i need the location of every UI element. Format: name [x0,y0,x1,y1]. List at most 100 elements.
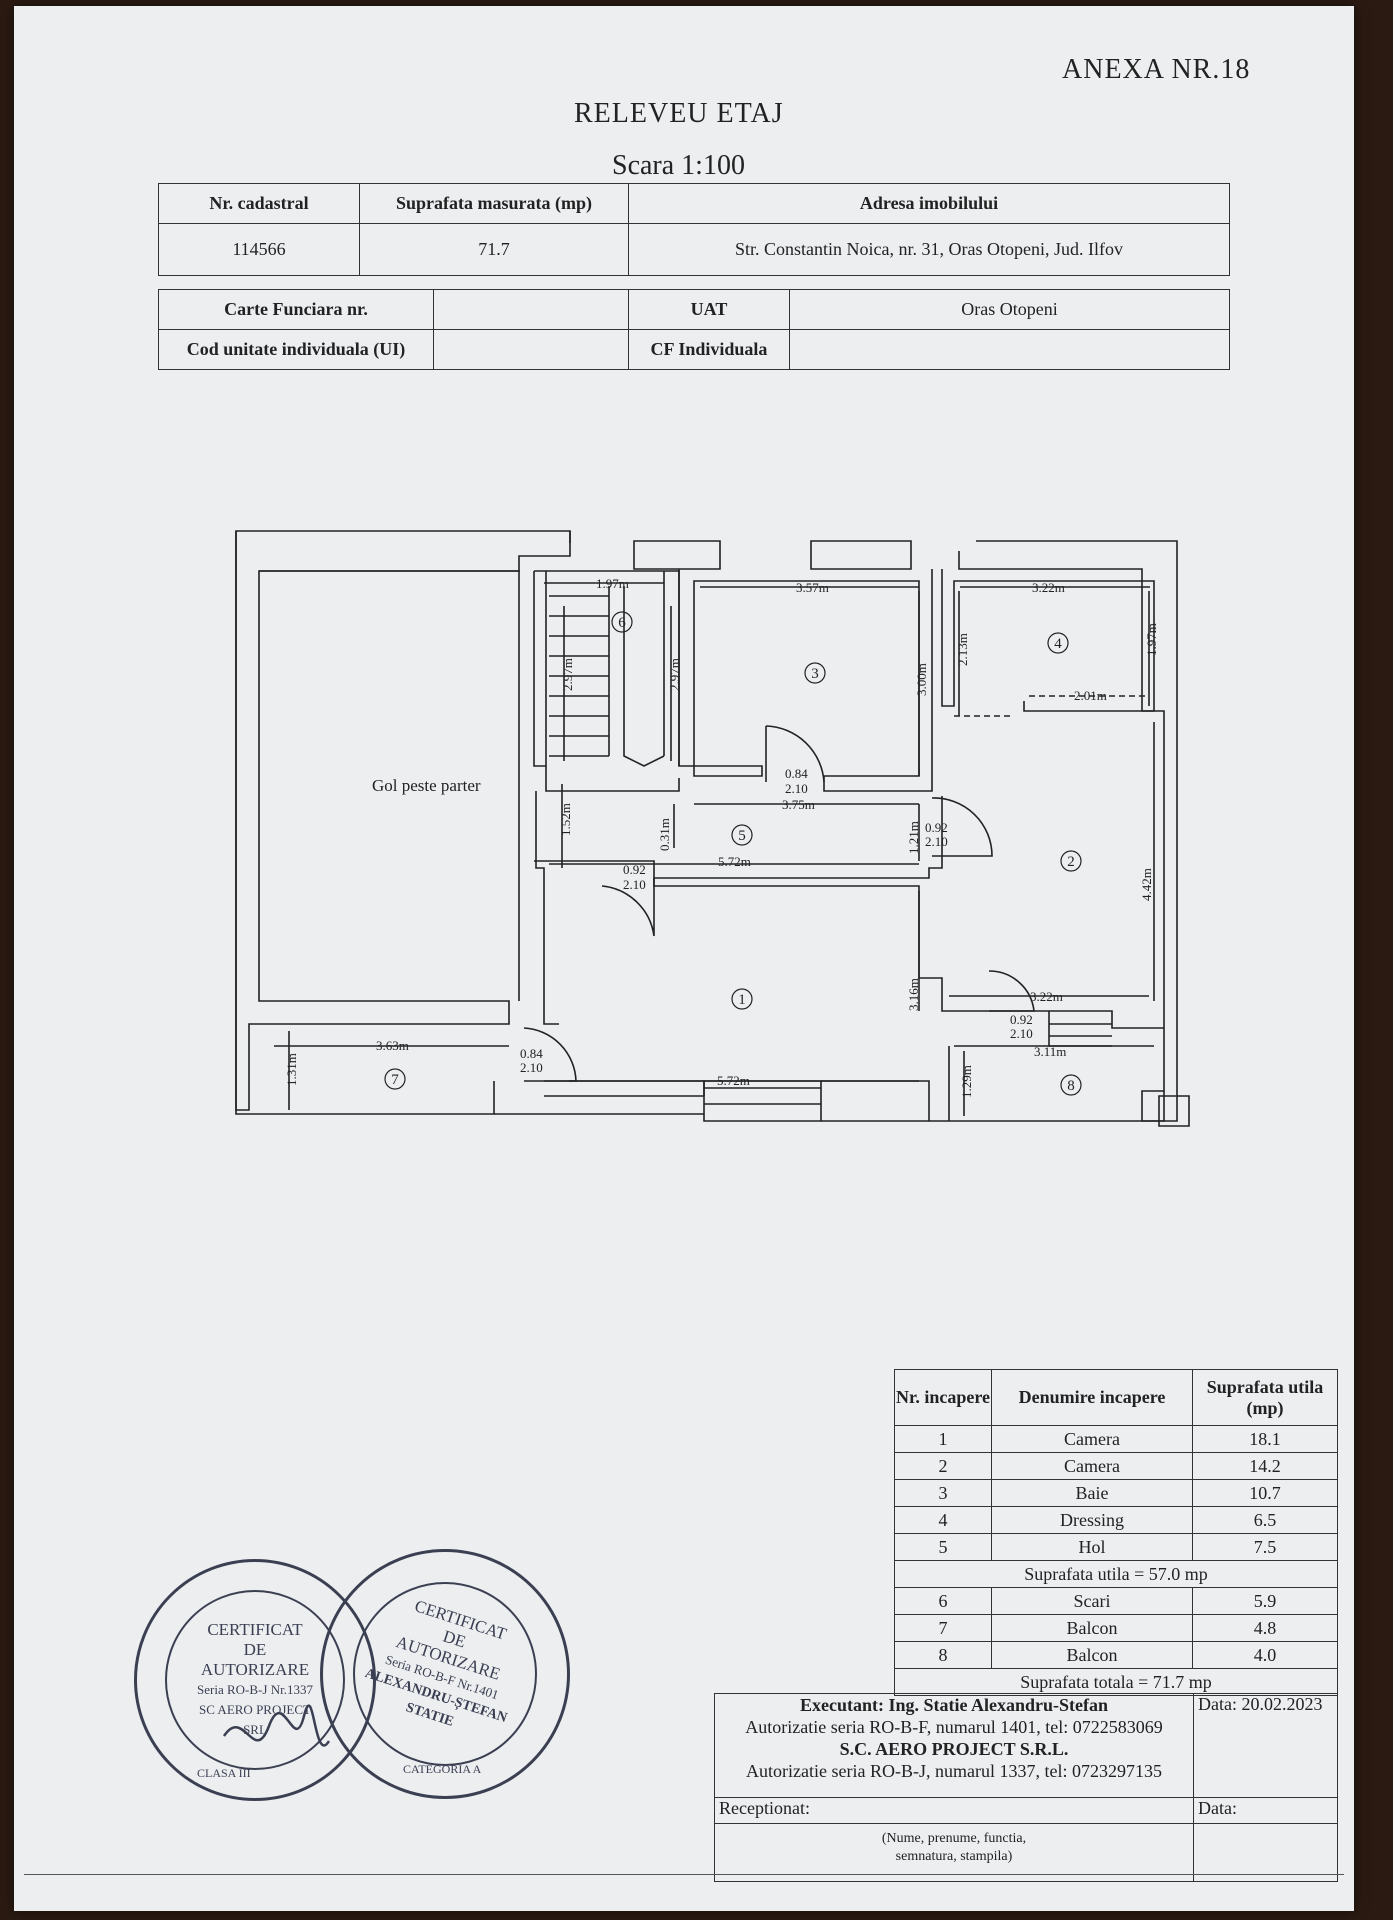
room-nr: 3 [894,1479,992,1507]
executant-date: Data: 20.02.2023 [1193,1693,1338,1798]
measured-area-value: 71.7 [359,223,629,276]
dim-label: 3.57m [796,580,829,595]
dim-label: 0.84 [785,766,808,781]
room-nr: 6 [894,1587,992,1615]
document-page: ANEXA NR.18 RELEVEU ETAJ Scara 1:100 Nr.… [14,6,1354,1911]
dim-label: 0.92 [925,820,948,835]
room-area: 7.5 [1192,1533,1338,1561]
rooms-header-area: Suprafata utila (mp) [1192,1369,1338,1426]
dim-label: 1.29m [959,1065,974,1098]
uat-value: Oras Otopeni [789,289,1230,330]
total-row: Suprafata totala = 71.7 mp [894,1668,1338,1696]
company-name: S.C. AERO PROJECT S.R.L. [839,1739,1069,1759]
dim-label: 2.10 [785,781,808,796]
dim-label: 5.72m [717,1073,750,1088]
dim-label: 1.97m [596,576,629,591]
subtotal-row: Suprafata utila = 57.0 mp [894,1560,1338,1588]
floor-plan: 6 3 4 5 2 1 7 8 Gol peste parter 1.97m 3… [235,530,1190,1127]
dim-label: 0.84 [520,1046,543,1061]
dim-label: 3.00m [914,663,929,696]
cod-ui-value [433,329,629,370]
void-label: Gol peste parter [372,776,481,795]
address-value: Str. Constantin Noica, nr. 31, Oras Otop… [628,223,1230,276]
room-area: 4.8 [1192,1614,1338,1642]
dim-label: 2.97m [560,658,575,691]
room-area: 10.7 [1192,1479,1338,1507]
annex-number: ANEXA NR.18 [1062,54,1251,85]
receptionat-date-label: Data: [1193,1797,1338,1824]
dim-label: 5.72m [718,854,751,869]
cf-individuala-label: CF Individuala [628,329,790,370]
dim-label: 2.10 [1010,1026,1033,1041]
plan-walls [235,530,1190,1127]
dim-label: 4.42m [1139,868,1154,901]
room-number-7: 7 [391,1072,399,1088]
room-area: 5.9 [1192,1587,1338,1615]
room-area: 6.5 [1192,1506,1338,1534]
dim-label: 0.92 [623,862,646,877]
executant-table: Executant: Ing. Statie Alexandru-Stefan … [714,1693,1338,1882]
stamp-text: CLASA III [197,1766,251,1780]
room-nr: 5 [894,1533,992,1561]
cod-ui-label: Cod unitate individuala (UI) [158,329,434,370]
dim-label: 1.21m [906,821,921,854]
room-nr: 1 [894,1425,992,1453]
dim-label: 2.10 [623,877,646,892]
room-name: Baie [991,1479,1193,1507]
cadastral-info-table: Nr. cadastral Suprafata masurata (mp) Ad… [158,183,1230,276]
stamp-text: DE [243,1640,267,1659]
room-name: Balcon [991,1614,1193,1642]
cadastral-no-value: 114566 [158,223,360,276]
room-name: Camera [991,1425,1193,1453]
room-name: Dressing [991,1506,1193,1534]
room-area: 4.0 [1192,1641,1338,1669]
room-nr: 2 [894,1452,992,1480]
room-number-3: 3 [811,666,819,682]
dim-label: 3.63m [376,1038,409,1053]
dim-label: 2.10 [520,1060,543,1075]
dim-label: 3.22m [1032,580,1065,595]
measured-area-label: Suprafata masurata (mp) [359,183,629,224]
dim-label: 2.10 [925,834,948,849]
page-border-line [24,1874,1344,1875]
stamp-text: CERTIFICAT [207,1620,303,1639]
rooms-header-nr: Nr. incapere [894,1369,992,1426]
room-number-8: 8 [1067,1078,1075,1094]
room-nr: 7 [894,1614,992,1642]
room-number-5: 5 [738,828,746,844]
room-number-4: 4 [1054,636,1062,652]
receptionat-label: Receptionat: [714,1797,1194,1824]
dim-label: 0.31m [657,818,672,851]
land-book-table: Carte Funciara nr. UAT Oras Otopeni Cod … [158,289,1230,370]
dim-label: 2.13m [955,633,970,666]
room-name: Hol [991,1533,1193,1561]
signature-note-1: (Nume, prenume, functia, [881,1831,1027,1846]
receptionat-date-value [1193,1823,1338,1882]
executant-name: Executant: Ing. Statie Alexandru-Stefan [799,1695,1108,1715]
scale-label: Scara 1:100 [612,150,745,181]
personal-stamp: CERTIFICAT DE AUTORIZARE Seria RO-B-F Nr… [320,1549,570,1799]
dim-label: 1.52m [558,803,573,836]
stamp-text: AUTORIZARE [200,1660,310,1679]
room-area: 14.2 [1192,1452,1338,1480]
signature [222,1704,331,1747]
company-authorization: Autorizatie seria RO-B-J, numarul 1337, … [746,1761,1162,1781]
room-number-2: 2 [1067,854,1075,870]
dim-label: 3.16m [906,978,921,1011]
rooms-header-name: Denumire incapere [991,1369,1193,1426]
dim-label: 1.97m [1144,623,1159,656]
cf-individuala-value [789,329,1230,370]
dim-label: 1.31m [284,1053,299,1086]
rooms-area-table: Nr. incapere Denumire incapere Suprafata… [894,1369,1338,1696]
stamp-text: Seria RO-B-J Nr.1337 [197,1682,313,1697]
signature-note-2: semnatura, stampila) [895,1849,1013,1864]
dim-label: 0.92 [1010,1012,1033,1027]
